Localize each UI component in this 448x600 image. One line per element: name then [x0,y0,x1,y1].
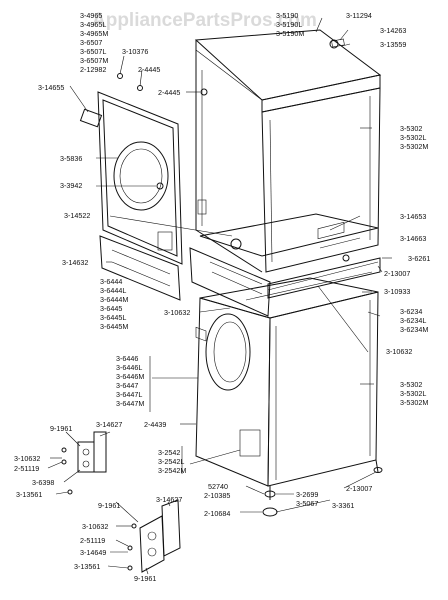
part-label[interactable]: 3-6446M [116,372,144,381]
part-label[interactable]: 3-2542M [158,466,186,475]
part-label[interactable]: 3-5302 [400,124,422,133]
part-label[interactable]: 3-6446 [116,354,138,363]
door-latch [156,182,164,190]
part-label[interactable]: 3-2542 [158,448,180,457]
part-label[interactable]: 3-6445 [100,304,122,313]
part-label[interactable]: 3-14263 [380,26,406,35]
part-label[interactable]: 2-12982 [80,65,106,74]
dryer-side-panel [261,87,381,273]
part-label[interactable]: 3-6444L [100,286,126,295]
part-label[interactable]: 3-5190L [276,20,302,29]
part-label[interactable]: 3-6445M [100,322,128,331]
washer-cabinet [195,221,383,517]
part-label[interactable]: 3-6447 [116,381,138,390]
part-label[interactable]: 3-5067 [296,499,318,508]
dryer-front-panel [79,91,183,301]
part-label[interactable]: 3-6447M [116,399,144,408]
screw [61,447,67,453]
washer-door [205,313,251,391]
part-label[interactable]: 3-4965M [80,29,108,38]
part-label[interactable]: 3-10632 [164,308,190,317]
part-label[interactable]: 3-14655 [38,83,64,92]
part-label[interactable]: 2-4439 [144,420,166,429]
part-label[interactable]: 3-5302 [400,380,422,389]
part-label[interactable]: 3-6507M [80,56,108,65]
leader-lines [47,17,392,575]
part-label[interactable]: 3-6234M [400,325,428,334]
part-label[interactable]: 3-13559 [380,40,406,49]
mid-frame [199,213,379,257]
part-label[interactable]: 3-11294 [346,11,372,20]
part-label[interactable]: 3-6507 [80,38,102,47]
control-knob [230,238,242,250]
part-label[interactable]: 3-6445L [100,313,126,322]
part-label[interactable]: 3-14522 [64,211,90,220]
part-label[interactable]: 3-14653 [400,212,426,221]
dryer-door-window [113,141,169,211]
part-label[interactable]: 2-10385 [204,491,230,500]
part-label[interactable]: 3-6234 [400,307,422,316]
part-label[interactable]: 3-14632 [62,258,88,267]
part-label[interactable]: 2-4445 [138,65,160,74]
washer-access-panel [239,429,261,457]
part-label[interactable]: 2-4445 [158,88,180,97]
part-label[interactable]: 3-5302L [400,389,426,398]
part-label[interactable]: 3-10376 [122,47,148,56]
part-label[interactable]: 9-1961 [50,424,72,433]
part-label[interactable]: 3-6444 [100,277,122,286]
part-label[interactable]: 3-2542L [158,457,184,466]
part-label[interactable]: 3-3361 [332,501,354,510]
part-label[interactable]: 3-6234L [400,316,426,325]
part-label[interactable]: 3-4965 [80,11,102,20]
part-label[interactable]: 3-10933 [384,287,410,296]
part-label[interactable]: 9-1961 [98,501,120,510]
part-label[interactable]: 3-10632 [82,522,108,531]
part-label[interactable]: 3-5190 [276,11,298,20]
hinge-bracket [93,431,107,473]
label-plate [79,108,103,128]
part-label[interactable]: 3-10632 [386,347,412,356]
part-label[interactable]: 2-13007 [346,484,372,493]
part-label[interactable]: 3-6507L [80,47,106,56]
part-label[interactable]: 3-6447L [116,390,142,399]
part-label[interactable]: 3-5302M [400,142,428,151]
part-label[interactable]: 3-13561 [16,490,42,499]
part-label[interactable]: 2-51119 [80,536,105,545]
watermark: AppliancePartsPros.com [92,10,317,31]
part-label[interactable]: 3-13561 [74,562,100,571]
part-label[interactable]: 3-4965L [80,20,106,29]
part-label[interactable]: 3-6261 [408,254,430,263]
part-label[interactable]: 3-2699 [296,490,318,499]
part-label[interactable]: 3-14663 [400,234,426,243]
part-label[interactable]: 3-5836 [60,154,82,163]
part-label[interactable]: 3-5302M [400,398,428,407]
dryer-kickplate [99,235,181,301]
part-label[interactable]: 2-10684 [204,509,230,518]
part-label[interactable]: 2-13007 [384,269,410,278]
part-label[interactable]: 52740 [208,482,228,491]
part-label[interactable]: 3-14627 [156,495,182,504]
part-label[interactable]: 3-6446L [116,363,142,372]
part-label[interactable]: 3-3942 [60,181,82,190]
part-label[interactable]: 3-14627 [96,420,122,429]
part-label[interactable]: 3-14649 [80,548,106,557]
part-label[interactable]: 2-51119 [14,464,39,473]
leveling-leg [264,490,276,498]
part-label[interactable]: 3-6444M [100,295,128,304]
top-bracket [329,39,339,49]
hinge-block-lower [139,515,165,573]
part-label[interactable]: 3-10632 [14,454,40,463]
hinge-assembly-upper [61,431,107,495]
part-label[interactable]: 3-5302L [400,133,426,142]
part-label[interactable]: 9-1961 [134,574,156,583]
control-console [189,213,381,342]
part-label[interactable]: 3-5190M [276,29,304,38]
part-label[interactable]: 3-6398 [32,478,54,487]
screw-2-4445 [200,88,208,96]
